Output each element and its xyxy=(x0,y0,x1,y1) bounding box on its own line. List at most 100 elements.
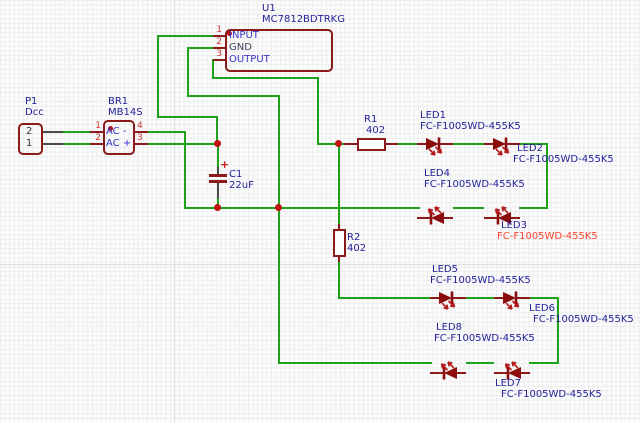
c1-polarity-mark: + xyxy=(220,158,230,171)
r2-pin-stub xyxy=(338,224,340,230)
ref-label-p1[interactable]: P1 xyxy=(25,96,38,107)
led4-diode-icon[interactable] xyxy=(417,200,453,226)
br1-pin-name-ac-minus: AC - xyxy=(106,126,127,137)
junction-dot xyxy=(214,140,221,147)
ref-label-led7[interactable]: LED7 xyxy=(495,378,521,389)
ref-label-r2[interactable]: R2 xyxy=(347,232,361,243)
wire-segment[interactable] xyxy=(529,362,559,364)
u1-pin-stub xyxy=(213,59,225,61)
value-label-led7[interactable]: FC-F1005WD-455K5 xyxy=(501,389,602,400)
value-label-led8[interactable]: FC-F1005WD-455K5 xyxy=(434,333,535,344)
wire-segment[interactable] xyxy=(546,143,548,209)
wire-segment[interactable] xyxy=(466,297,494,299)
led1-diode-icon[interactable] xyxy=(417,136,453,162)
br1-pin-stub xyxy=(135,143,148,145)
value-label-led3[interactable]: FC-F1005WD-455K5 xyxy=(497,231,598,242)
junction-dot xyxy=(214,204,221,211)
wire-segment[interactable] xyxy=(184,131,186,209)
wire-segment[interactable] xyxy=(519,143,548,145)
value-label-led4[interactable]: FC-F1005WD-455K5 xyxy=(424,179,525,190)
wire-segment[interactable] xyxy=(338,261,340,299)
value-label-c1[interactable]: 22uF xyxy=(229,180,254,191)
wire-segment[interactable] xyxy=(157,116,218,118)
wire-segment[interactable] xyxy=(216,116,218,145)
ref-label-led2[interactable]: LED2 xyxy=(517,143,543,154)
wire-segment[interactable] xyxy=(184,207,420,209)
wire-segment[interactable] xyxy=(453,143,484,145)
ref-label-led5[interactable]: LED5 xyxy=(432,264,458,275)
wire-segment[interactable] xyxy=(63,143,90,145)
u1-pin-name-output: OUTPUT xyxy=(229,54,270,65)
c1-pin-stub xyxy=(217,183,219,198)
ref-label-led3[interactable]: LED3 xyxy=(501,220,527,231)
value-label-led5[interactable]: FC-F1005WD-455K5 xyxy=(430,275,531,286)
led6-diode-icon[interactable] xyxy=(494,290,530,316)
wire-segment[interactable] xyxy=(157,35,159,118)
wire-segment[interactable] xyxy=(187,95,280,97)
u1-body[interactable] xyxy=(225,29,333,72)
p1-body[interactable] xyxy=(18,123,43,155)
wire-segment[interactable] xyxy=(217,145,219,167)
r2-pin-stub xyxy=(338,255,340,262)
br1-pin-number: 2 xyxy=(95,133,101,143)
p1-pin-stub xyxy=(43,131,63,133)
wire-segment[interactable] xyxy=(519,207,548,209)
wire-segment[interactable] xyxy=(317,143,345,145)
wire-segment[interactable] xyxy=(148,143,218,145)
value-label-r2[interactable]: 402 xyxy=(347,243,367,254)
u1-pin-number: 1 xyxy=(216,25,222,35)
ref-label-led6[interactable]: LED6 xyxy=(529,303,555,314)
br1-pin-number: 4 xyxy=(137,121,143,131)
led8-diode-icon[interactable] xyxy=(430,355,466,381)
wire-segment[interactable] xyxy=(212,77,319,79)
ref-label-br1[interactable]: BR1 xyxy=(108,96,129,107)
wire-segment[interactable] xyxy=(63,131,90,133)
major-grid-line-v xyxy=(174,0,175,422)
wire-segment[interactable] xyxy=(278,362,432,364)
p1-pin-number: 2 xyxy=(26,126,33,137)
wire-segment[interactable] xyxy=(338,297,432,299)
c1-pin-stub xyxy=(217,167,219,174)
ref-label-u1[interactable]: U1 xyxy=(262,3,276,14)
wire-segment[interactable] xyxy=(529,297,559,299)
ref-label-led1[interactable]: LED1 xyxy=(420,110,446,121)
br1-body[interactable] xyxy=(103,120,135,155)
wire-segment[interactable] xyxy=(187,47,189,97)
br1-pin-name-ac-plus: AC + xyxy=(106,138,132,149)
r1-body[interactable] xyxy=(357,138,386,151)
wire-segment[interactable] xyxy=(338,143,340,224)
r2-body[interactable] xyxy=(333,229,346,257)
wire-segment[interactable] xyxy=(217,197,219,208)
ref-label-r1[interactable]: R1 xyxy=(364,114,378,125)
wire-segment[interactable] xyxy=(158,35,214,37)
wire-segment[interactable] xyxy=(453,207,484,209)
value-label-br1[interactable]: MB14S xyxy=(108,107,143,118)
value-label-led2[interactable]: FC-F1005WD-455K5 xyxy=(513,154,614,165)
value-label-u1[interactable]: MC7812BDTRKG xyxy=(262,14,345,25)
ref-label-led8[interactable]: LED8 xyxy=(436,322,462,333)
value-label-p1[interactable]: Dcc xyxy=(25,107,44,118)
br1-pin-stub xyxy=(90,143,103,145)
value-label-r1[interactable]: 402 xyxy=(366,125,386,136)
wire-segment[interactable] xyxy=(557,297,559,364)
wire-segment[interactable] xyxy=(278,95,280,364)
led5-diode-icon[interactable] xyxy=(430,290,466,316)
r1-pin-stub xyxy=(344,143,357,145)
wire-segment[interactable] xyxy=(148,131,185,133)
u1-pin-stub xyxy=(213,47,225,49)
wire-segment[interactable] xyxy=(212,59,214,78)
r1-pin-stub xyxy=(385,143,398,145)
value-label-led6[interactable]: FC-F1005WD-455K5 xyxy=(533,314,634,325)
br1-pin1-marker xyxy=(108,126,113,131)
br1-pin-number: 3 xyxy=(137,133,143,143)
u1-pin-number: 2 xyxy=(216,37,222,47)
wire-segment[interactable] xyxy=(188,47,214,49)
p1-pin-stub xyxy=(43,143,63,145)
ref-label-c1[interactable]: C1 xyxy=(229,169,243,180)
value-label-led1[interactable]: FC-F1005WD-455K5 xyxy=(420,121,521,132)
wire-segment[interactable] xyxy=(317,77,319,145)
wire-segment[interactable] xyxy=(398,143,418,145)
ref-label-led4[interactable]: LED4 xyxy=(424,168,450,179)
wire-segment[interactable] xyxy=(466,362,494,364)
